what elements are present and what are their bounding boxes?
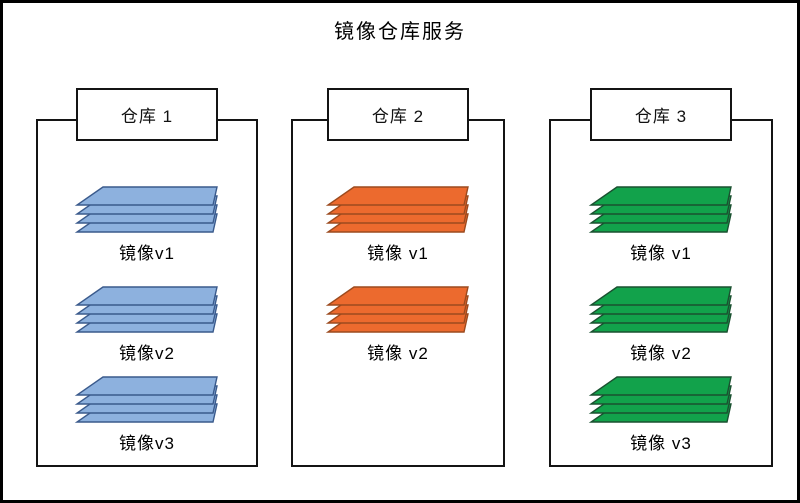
image-label: 镜像 v2 bbox=[630, 344, 692, 363]
repository-box-2: 仓库 2 镜像 v1 镜像 v2 bbox=[291, 88, 505, 467]
image-group: 镜像 v3 bbox=[551, 375, 771, 456]
image-label: 镜像v3 bbox=[119, 434, 175, 453]
image-label: 镜像 v1 bbox=[367, 244, 429, 263]
layer-stack-icon bbox=[590, 286, 732, 333]
repository-tab-3: 仓库 3 bbox=[590, 88, 732, 141]
layer-stack-icon bbox=[590, 186, 732, 233]
diagram-title: 镜像仓库服务 bbox=[334, 21, 466, 43]
repository-tab-label: 仓库 3 bbox=[634, 107, 688, 126]
repository-box-3: 仓库 3 镜像 v1 镜像 v2 镜像 v3 bbox=[549, 88, 773, 467]
layer-stack-icon bbox=[76, 186, 218, 233]
repository-tab-label: 仓库 1 bbox=[120, 107, 174, 126]
image-group: 镜像v1 bbox=[38, 185, 256, 266]
image-label: 镜像 v3 bbox=[630, 434, 692, 453]
image-group: 镜像 v1 bbox=[293, 185, 503, 266]
image-group: 镜像v2 bbox=[38, 285, 256, 366]
repository-tab-1: 仓库 1 bbox=[76, 88, 218, 141]
image-group: 镜像 v2 bbox=[293, 285, 503, 366]
layer-stack-icon bbox=[76, 286, 218, 333]
repository-tab-2: 仓库 2 bbox=[327, 88, 469, 141]
repository-tab-label: 仓库 2 bbox=[371, 107, 425, 126]
image-group: 镜像 v1 bbox=[551, 185, 771, 266]
layer-stack-icon bbox=[590, 376, 732, 423]
layer-stack-icon bbox=[327, 286, 469, 333]
repository-box-1: 仓库 1 镜像v1 镜像v2 镜像v3 bbox=[36, 88, 258, 467]
image-label: 镜像 v2 bbox=[367, 344, 429, 363]
layer-stack-icon bbox=[76, 376, 218, 423]
image-group: 镜像 v2 bbox=[551, 285, 771, 366]
image-label: 镜像 v1 bbox=[630, 244, 692, 263]
image-group: 镜像v3 bbox=[38, 375, 256, 456]
image-label: 镜像v2 bbox=[119, 344, 175, 363]
layer-stack-icon bbox=[327, 186, 469, 233]
image-label: 镜像v1 bbox=[119, 244, 175, 263]
